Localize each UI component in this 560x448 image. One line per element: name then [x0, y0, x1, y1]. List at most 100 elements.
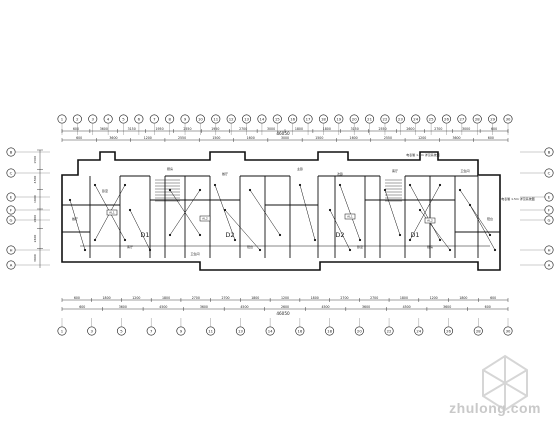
dim-bottom-1-value: 1800	[459, 296, 467, 300]
room-label: 阳台	[487, 216, 493, 221]
dim-bottom-1-value: 2700	[340, 296, 348, 300]
axis-bubble-bottom	[295, 326, 305, 336]
axis-label-top: 5	[122, 117, 125, 122]
axis-bubble-top	[195, 114, 205, 124]
axis-bubble-bottom	[57, 326, 67, 336]
outlet-symbol	[348, 248, 352, 252]
axis-label-top: 1	[61, 117, 64, 122]
dim-top-1-value: 2550	[183, 127, 191, 131]
outlet-symbol	[123, 238, 127, 242]
axis-bubble-top	[88, 114, 98, 124]
dim-bottom-2-value: 3600	[362, 305, 370, 309]
axis-label-left: C	[10, 171, 13, 176]
dim-top-1-value: 1800	[295, 127, 303, 131]
dim-bottom-1-value: 1800	[162, 296, 170, 300]
axis-label-top: 12	[229, 117, 234, 122]
room-label: 卫生间	[460, 168, 469, 173]
axis-bubble-top	[441, 114, 451, 124]
axis-bubble-bottom	[176, 326, 186, 336]
axis-label-bottom: 11	[208, 329, 213, 334]
outlet-symbol	[83, 248, 87, 252]
outlet-symbol	[168, 188, 172, 192]
wire-run	[169, 189, 201, 236]
dim-left-value: 4500	[33, 176, 37, 184]
axis-label-top: 18	[321, 117, 326, 122]
dim-top-2-value: 2550	[384, 136, 392, 140]
outlet-symbol	[128, 208, 132, 212]
axis-bubble-top	[180, 114, 190, 124]
room-label: 卫生间	[190, 251, 199, 256]
panel-label: AL2	[202, 217, 208, 221]
axis-label-right: A	[548, 263, 551, 268]
outlet-symbol	[148, 248, 152, 252]
room-label: 厨房	[427, 244, 433, 249]
dim-bottom-2-value: 3600	[443, 305, 451, 309]
axis-label-top: 28	[475, 117, 480, 122]
axis-label-top: 9	[184, 117, 187, 122]
axis-bubble-bottom	[116, 326, 126, 336]
axis-label-top: 27	[459, 117, 464, 122]
dim-top-2-value: 1200	[144, 136, 152, 140]
dim-bottom-1-value: 2700	[370, 296, 378, 300]
axis-bubble-bottom	[444, 326, 454, 336]
dim-top-2-value: 2550	[178, 136, 186, 140]
wire-run	[214, 184, 236, 241]
axis-label-bottom: 13	[238, 329, 243, 334]
axis-bubble-bottom	[87, 326, 97, 336]
axis-bubble-top	[380, 114, 390, 124]
axis-label-top: 11	[213, 117, 218, 122]
outlet-symbol	[68, 198, 72, 202]
axis-label-bottom: 22	[387, 329, 392, 334]
axis-label-top: 4	[107, 117, 110, 122]
dim-top-1-value: 3000	[462, 127, 470, 131]
dim-bottom-1-value: 2700	[192, 296, 200, 300]
dim-top-1-value: 2550	[379, 127, 387, 131]
room-label: 餐厅	[72, 216, 78, 221]
axis-label-bottom: 14	[268, 329, 273, 334]
outlet-symbol	[248, 188, 252, 192]
axis-bubble-bottom	[206, 326, 216, 336]
wire-run	[384, 189, 401, 236]
axis-label-right: B	[548, 150, 551, 155]
dim-top-1-value: 3000	[267, 127, 275, 131]
room-label: 次卧	[337, 171, 343, 176]
dim-bottom-2-value: 600	[485, 305, 491, 309]
dim-bottom-1-value: 1800	[311, 296, 319, 300]
dim-top-2-value: 600	[76, 136, 82, 140]
outlet-symbol	[438, 238, 442, 242]
dim-bottom-1-value: 1800	[103, 296, 111, 300]
wire-run	[409, 184, 441, 241]
axis-bubble-top	[226, 114, 236, 124]
axis-bubble-top	[134, 114, 144, 124]
outlet-symbol	[198, 233, 202, 237]
axis-label-right: G	[548, 218, 551, 223]
axis-label-top: 22	[383, 117, 388, 122]
axis-bubble-top	[488, 114, 498, 124]
outlet-symbol	[493, 248, 497, 252]
dim-top-2-value: 3600	[452, 136, 460, 140]
axis-bubble-top	[334, 114, 344, 124]
dim-top-1-value: 1950	[156, 127, 164, 131]
axis-bubble-top	[426, 114, 436, 124]
outlet-symbol	[93, 183, 97, 187]
outlet-symbol	[298, 183, 302, 187]
wall-outline	[61, 151, 501, 271]
dim-top-2-value: 600	[488, 136, 494, 140]
dim-top-1-value: 2700	[434, 127, 442, 131]
axis-label-bottom: 18	[327, 329, 332, 334]
room-partitions	[62, 175, 500, 258]
dim-bottom-2-value: 4500	[159, 305, 167, 309]
wire-run	[469, 204, 496, 251]
distribution-panel	[199, 215, 211, 222]
outlet-symbol	[448, 248, 452, 252]
axis-bubble-bottom	[414, 326, 424, 336]
axis-bubble-bottom	[473, 326, 483, 336]
outlet-symbol	[223, 208, 227, 212]
axis-bubble-bottom	[325, 326, 335, 336]
axis-label-top: 6	[138, 117, 141, 122]
room-label: 阳台	[247, 244, 253, 249]
distribution-panel	[344, 213, 356, 220]
dim-bottom-2-value: 4500	[403, 305, 411, 309]
